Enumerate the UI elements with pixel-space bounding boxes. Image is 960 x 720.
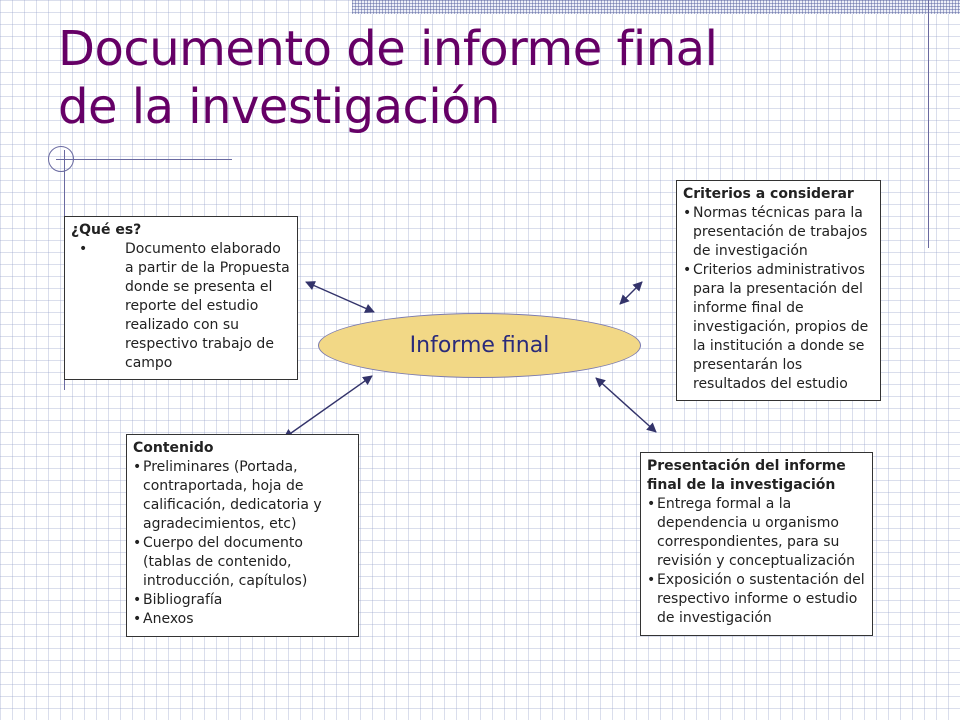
- box-presentacion-list: Entrega formal a la dependencia u organi…: [647, 495, 866, 628]
- decorative-vertical-line-right: [928, 0, 929, 248]
- center-node-label: Informe final: [409, 333, 550, 358]
- box-contenido: Contenido Preliminares (Portada, contrap…: [126, 434, 359, 637]
- list-item: Anexos: [133, 610, 352, 629]
- list-item: Cuerpo del documento (tablas de contenid…: [133, 534, 352, 591]
- slide-title-line-2: de la investigación: [58, 79, 501, 135]
- box-criterios-heading: Criterios a considerar: [683, 186, 854, 202]
- arrow-to-que-es: [305, 281, 375, 313]
- box-criterios: Criterios a considerar Normas técnicas p…: [676, 180, 881, 401]
- box-que-es-heading: ¿Qué es?: [71, 222, 142, 238]
- title-underline: [56, 159, 232, 160]
- arrow-to-presentacion: [595, 377, 657, 433]
- box-contenido-heading: Contenido: [133, 440, 214, 456]
- box-que-es-list: Documento elaborado a partir de la Propu…: [71, 240, 291, 373]
- arrow-to-criterios: [619, 281, 643, 305]
- box-contenido-list: Preliminares (Portada, contraportada, ho…: [133, 458, 352, 629]
- list-item: Criterios administrativos para la presen…: [683, 261, 874, 394]
- list-item: Preliminares (Portada, contraportada, ho…: [133, 458, 352, 534]
- decorative-circle: [48, 146, 74, 172]
- arrow-to-contenido: [283, 375, 373, 439]
- top-decorative-band: [352, 0, 960, 14]
- center-node-informe-final: Informe final: [318, 313, 641, 378]
- slide-title-line-1: Documento de informe final: [58, 21, 718, 77]
- box-que-es: ¿Qué es? Documento elaborado a partir de…: [64, 216, 298, 380]
- box-presentacion-heading: Presentación del informe final de la inv…: [647, 458, 846, 493]
- list-item: Documento elaborado a partir de la Propu…: [71, 240, 291, 373]
- slide-title: Documento de informe final de la investi…: [58, 20, 918, 136]
- list-item: Bibliografía: [133, 591, 352, 610]
- box-presentacion: Presentación del informe final de la inv…: [640, 452, 873, 636]
- list-item: Exposición o sustentación del respectivo…: [647, 571, 866, 628]
- list-item: Entrega formal a la dependencia u organi…: [647, 495, 866, 571]
- box-criterios-list: Normas técnicas para la presentación de …: [683, 204, 874, 394]
- list-item: Normas técnicas para la presentación de …: [683, 204, 874, 261]
